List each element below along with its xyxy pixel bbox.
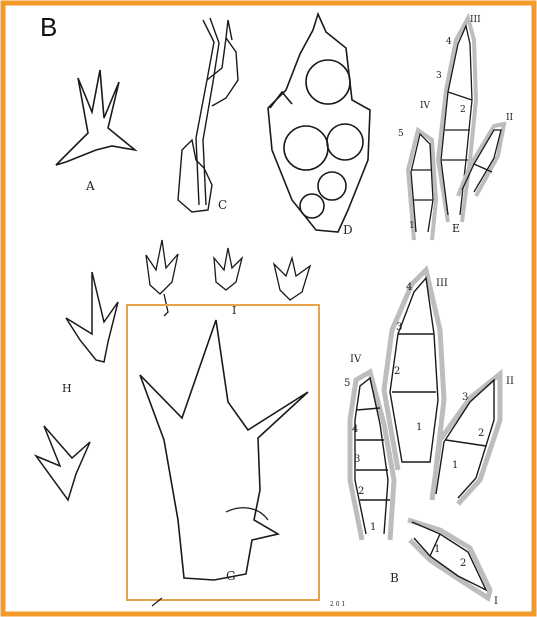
num-e-5: 5 xyxy=(398,129,404,139)
foot-skeleton-c xyxy=(178,18,238,212)
num-b-2: 2 xyxy=(394,366,400,377)
footprints-h xyxy=(36,272,118,500)
num-b-3c: 3 xyxy=(462,392,468,403)
roman-ii-large: II xyxy=(506,376,514,387)
num-b-1b: 1 xyxy=(370,522,376,533)
label-d: D xyxy=(343,223,353,237)
phalanx-diagram-e xyxy=(408,18,504,240)
footprint-g-heel xyxy=(226,508,268,520)
roman-ii-small: II xyxy=(506,113,514,123)
num-b-3: 3 xyxy=(396,322,402,333)
scale-note: 2 0 1 xyxy=(330,601,345,608)
num-b-2c: 2 xyxy=(478,428,484,439)
num-b-1d: 1 xyxy=(434,544,440,555)
footprint-a xyxy=(56,70,135,165)
roman-iii-small: III xyxy=(470,15,481,25)
footprint-g xyxy=(140,320,308,580)
label-g: G xyxy=(226,569,236,583)
roman-i-large: I xyxy=(494,596,498,607)
num-b-4b: 4 xyxy=(352,424,358,435)
num-e-1: 1 xyxy=(409,221,415,231)
label-b: B xyxy=(390,571,399,585)
num-b-1c: 1 xyxy=(452,460,458,471)
footpad-d xyxy=(268,14,370,232)
num-b-2d: 2 xyxy=(460,558,466,569)
num-b-3b: 3 xyxy=(354,454,360,465)
num-e-3: 3 xyxy=(436,71,442,81)
label-h: H xyxy=(62,382,72,395)
label-e: E xyxy=(452,222,460,235)
num-b-1: 1 xyxy=(416,422,422,433)
label-c: C xyxy=(218,198,227,212)
num-b-2b: 2 xyxy=(358,486,364,497)
num-b-4: 4 xyxy=(406,282,412,293)
num-e-4: 4 xyxy=(446,37,452,47)
num-b-5: 5 xyxy=(344,378,350,389)
roman-iii-large: III xyxy=(436,278,448,289)
label-a: A xyxy=(85,179,95,193)
roman-iv-small: IV xyxy=(420,101,431,111)
num-e-2: 2 xyxy=(460,105,466,115)
roman-iv-large: IV xyxy=(350,354,362,365)
highlight-box xyxy=(127,305,319,600)
panel-letter: B xyxy=(40,14,57,40)
